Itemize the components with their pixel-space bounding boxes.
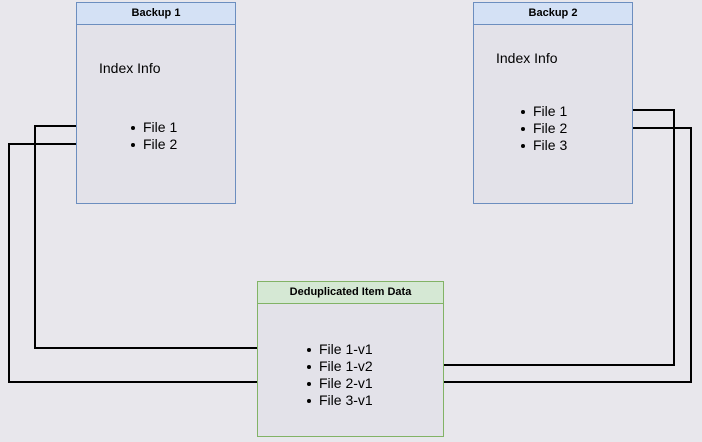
list-item[interactable]: File 1-v1 [305, 341, 373, 358]
node-dedup-item-list: File 1-v1 File 1-v2 File 2-v1 File 3-v1 [305, 341, 373, 409]
list-item[interactable]: File 1 [519, 103, 567, 120]
list-item[interactable]: File 2-v1 [305, 375, 373, 392]
list-item[interactable]: File 1 [129, 119, 177, 136]
node-backup1[interactable]: Backup 1 Index Info File 1 File 2 [76, 2, 236, 204]
node-backup1-title: Backup 1 [77, 3, 235, 25]
list-item[interactable]: File 2 [129, 136, 177, 153]
node-dedup-title: Deduplicated Item Data [258, 282, 443, 304]
node-backup2-title: Backup 2 [474, 3, 632, 25]
list-item[interactable]: File 1-v2 [305, 358, 373, 375]
node-backup1-subtitle: Index Info [99, 60, 161, 76]
list-item[interactable]: File 2 [519, 120, 567, 137]
node-backup2-subtitle: Index Info [496, 50, 558, 66]
node-backup2[interactable]: Backup 2 Index Info File 1 File 2 File 3 [473, 2, 633, 204]
list-item[interactable]: File 3-v1 [305, 392, 373, 409]
node-backup1-file-list: File 1 File 2 [129, 119, 177, 153]
node-dedup[interactable]: Deduplicated Item Data File 1-v1 File 1-… [257, 281, 444, 437]
node-backup2-file-list: File 1 File 2 File 3 [519, 103, 567, 154]
list-item[interactable]: File 3 [519, 137, 567, 154]
